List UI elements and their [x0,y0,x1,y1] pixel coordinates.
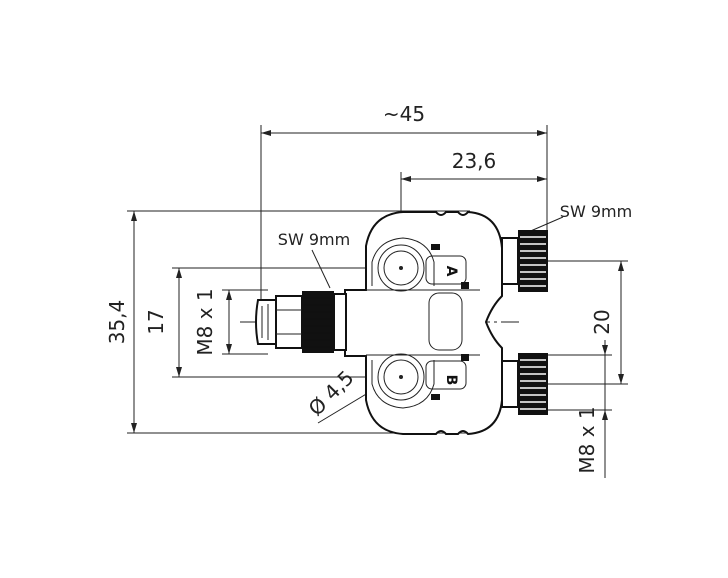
outlet-thread-label: M8 x 1 [575,406,599,473]
outlet-pitch-label: 20 [590,309,614,334]
port-offset-label: 23,6 [452,149,497,173]
outlet-connector-a [501,230,548,292]
overall-width-label: ~45 [383,102,425,126]
outlet-wrench-size-label: SW 9mm [560,202,632,221]
overall-height-label: 35,4 [105,300,129,345]
inlet-pitch-label: 17 [144,309,168,334]
inlet-connector [255,291,347,353]
distributor-housing [344,210,503,436]
port-a-label: A [443,266,459,277]
dimension-lines [127,125,628,478]
port-b-label: B [443,375,459,386]
inlet-wrench-size-label: SW 9mm [278,230,350,249]
mounting-hole-label: Ø 4,5 [304,366,359,421]
outlet-connector-b [501,353,548,415]
inlet-thread-label: M8 x 1 [193,288,217,355]
